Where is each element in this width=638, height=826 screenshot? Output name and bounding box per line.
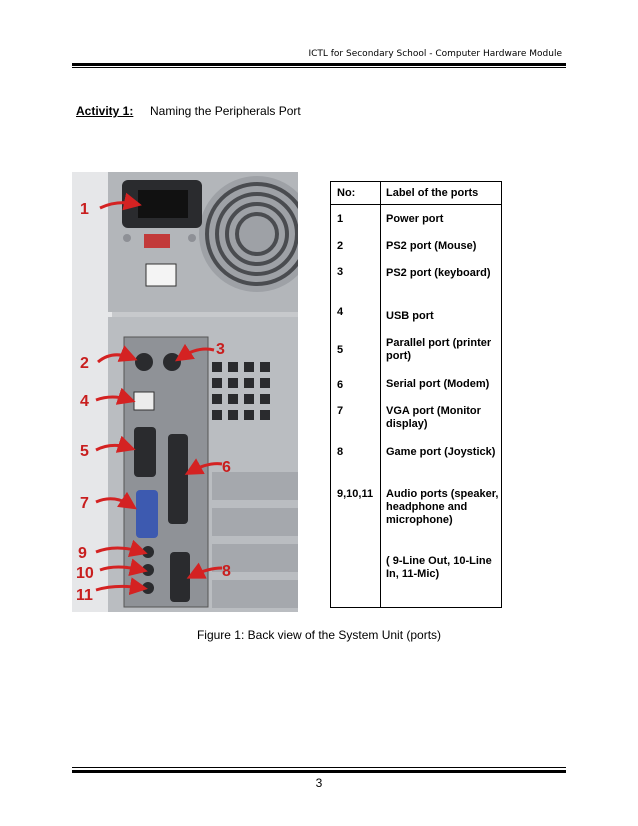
table-row-no: 2 (337, 240, 344, 252)
table-row-label: Audio ports (speaker, headphone and micr… (386, 488, 499, 526)
footer-rule-thick (72, 770, 566, 773)
activity-heading: Activity 1: Naming the Peripherals Port (76, 104, 301, 118)
table-header-label: Label of the ports (386, 187, 479, 199)
photo-number-2: 2 (80, 355, 89, 372)
activity-label: Activity 1: (76, 104, 134, 118)
table-divider-header (331, 204, 501, 205)
table-divider-vertical (380, 182, 381, 607)
table-row-label: USB port (386, 310, 434, 322)
table-note: ( 9-Line Out, 10-Line In, 11-Mic) (386, 555, 492, 580)
photo-number-7: 7 (80, 495, 89, 512)
figure-caption: Figure 1: Back view of the System Unit (… (196, 628, 442, 642)
table-row-no: 6 (337, 379, 344, 391)
header-rule-thick (72, 63, 566, 66)
activity-title: Naming the Peripherals Port (150, 104, 301, 118)
page-number: 3 (315, 776, 323, 790)
table-row-no: 5 (337, 344, 344, 356)
table-row-label: VGA port (Monitor display) (386, 405, 481, 430)
table-row-no: 8 (337, 446, 344, 458)
photo-number-8: 8 (222, 563, 231, 580)
photo-number-5: 5 (80, 443, 89, 460)
photo-number-11: 11 (76, 587, 93, 604)
header-rule-thin (72, 67, 566, 68)
table-row-label: Serial port (Modem) (386, 378, 490, 390)
photo-number-10: 10 (76, 565, 94, 582)
table-row-no: 7 (337, 405, 344, 417)
table-row-label: Parallel port (printer port) (386, 337, 492, 362)
table-row-label: Game port (Joystick) (386, 446, 496, 458)
photo-number-9: 9 (78, 545, 87, 562)
photo-number-4: 4 (80, 393, 89, 410)
table-row-label: Power port (386, 213, 444, 225)
ports-table: No: Label of the ports 1 Power port 2 PS… (330, 181, 502, 608)
footer-rule-thin (72, 767, 566, 768)
table-header-no: No: (337, 187, 356, 199)
header-title: ICTL for Secondary School - Computer Har… (308, 49, 562, 59)
photo-number-3: 3 (216, 341, 225, 358)
table-row-no: 1 (337, 213, 344, 225)
system-unit-back-photo: 1 2 3 4 5 6 7 8 9 10 11 (72, 172, 298, 612)
photo-number-6: 6 (222, 459, 231, 476)
table-row-label: PS2 port (keyboard) (386, 267, 491, 279)
table-row-label: PS2 port (Mouse) (386, 240, 477, 252)
table-row-no: 4 (337, 306, 344, 318)
table-row-no: 3 (337, 266, 344, 278)
table-row-no: 9,10,11 (337, 488, 374, 500)
photo-number-1: 1 (80, 201, 89, 218)
